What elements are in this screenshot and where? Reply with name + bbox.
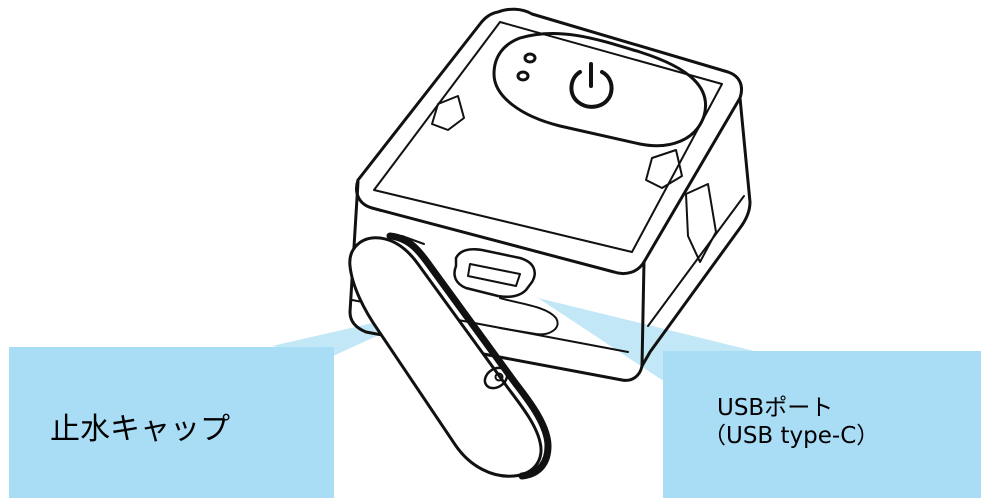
usb-callout-sublabel: （USB type-C） [703,423,880,449]
usb-callout-box [663,351,981,498]
usb-callout-label: USBポート [717,395,834,421]
left-side-slot [431,95,465,131]
cap-hole-inner [494,372,504,382]
cap-callout-label: 止水キャップ [50,412,230,447]
led-indicator-icon [523,52,537,64]
waterproof-cap[interactable] [348,232,552,480]
device-right-face [640,96,752,368]
led-indicator-icon [516,70,530,82]
cap-hole-icon [483,366,509,390]
cap-callout-box [9,347,334,498]
device-top-face [355,7,743,276]
right-side-slot [645,149,683,189]
right-side-grip [685,183,717,263]
cap-gasket-inner [401,235,425,245]
power-icon [569,62,614,109]
cap-body [348,236,543,478]
cap-gasket [386,232,552,480]
device-top-bevel [373,21,723,253]
usb-port-recess [453,248,536,298]
usb-port-opening [467,263,521,287]
usb-port-lip [499,297,559,336]
power-button-plate[interactable] [492,31,707,148]
device-right-rim [647,195,745,327]
